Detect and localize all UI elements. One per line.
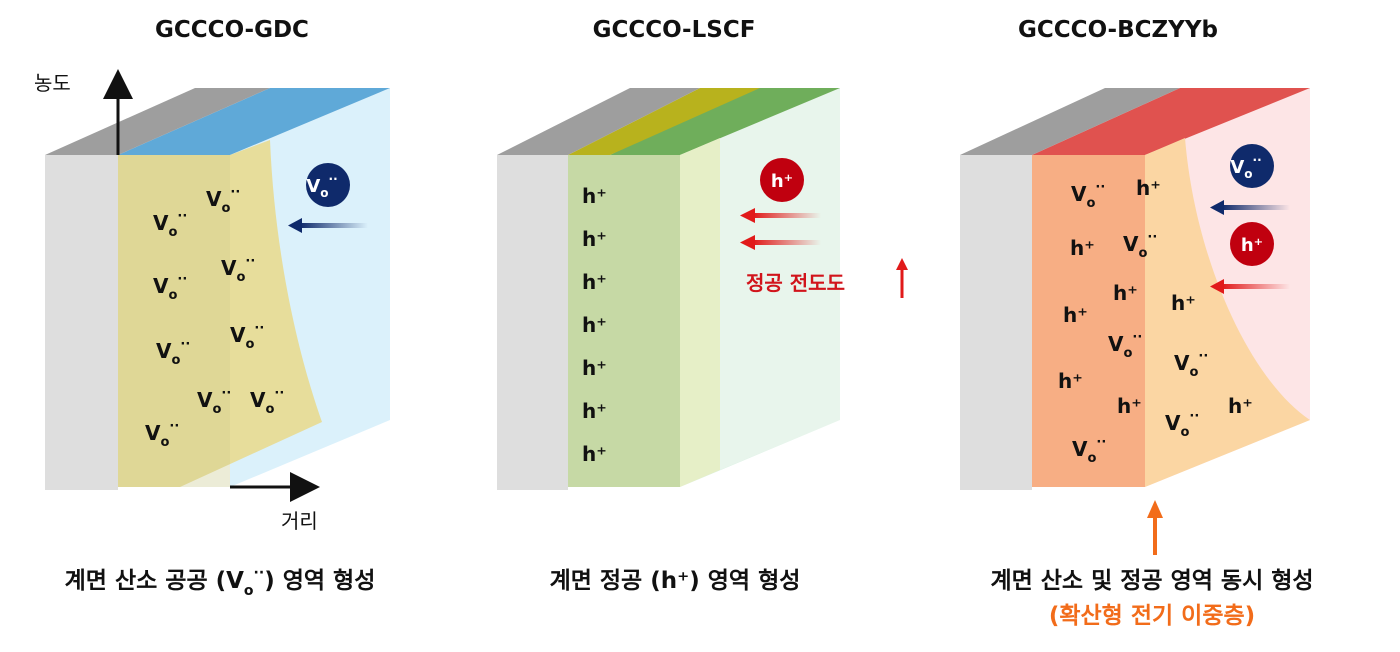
bczyyb-electrode-front [960, 155, 1032, 490]
gdc-vacancy-circle-label: Vo·· [306, 172, 337, 200]
lscf-hole-region [568, 155, 680, 487]
gdc-electrode-top [45, 88, 270, 155]
bczyyb-interface-layer [1032, 155, 1145, 487]
svg-text:Vo··: Vo·· [1123, 230, 1157, 261]
svg-text:h⁺: h⁺ [1228, 394, 1253, 418]
svg-text:h⁺: h⁺ [1136, 176, 1161, 200]
distance-axis-label: 거리 [281, 509, 318, 533]
gdc-interface-layer [118, 155, 230, 487]
svg-text:Vo··: Vo·· [1072, 435, 1106, 466]
gdc-vacancy-labels: Vo·· Vo·· Vo·· Vo·· Vo·· Vo·· Vo·· Vo·· … [145, 185, 284, 450]
panel-title-bczyyb: GCCCO-BCZYYb [1018, 17, 1218, 43]
gdc-vacancy-circle [306, 163, 350, 207]
gdc-vacancy-region [118, 140, 322, 487]
bczyyb-hole-circle [1230, 222, 1274, 266]
bczyyb-vacancy-circle-label: Vo·· [1230, 153, 1261, 181]
lscf-cathode-top [610, 88, 840, 155]
svg-text:h⁺: h⁺ [582, 227, 607, 251]
svg-text:h⁺: h⁺ [1117, 394, 1142, 418]
svg-text:h⁺: h⁺ [582, 270, 607, 294]
concentration-axis-label: 농도 [34, 71, 71, 95]
hole-conductivity-label: 정공 전도도 [746, 271, 845, 295]
svg-text:h⁺: h⁺ [582, 313, 607, 337]
svg-text:Vo··: Vo·· [1071, 180, 1105, 211]
bczyyb-species-labels: Vo·· h⁺ h⁺ Vo·· h⁺ h⁺ h⁺ Vo·· Vo·· h⁺ h⁺… [1058, 176, 1253, 466]
lscf-interface-top [568, 88, 760, 155]
lscf-hole-arrow-2 [753, 240, 821, 245]
svg-text:Vo··: Vo·· [153, 209, 187, 240]
lscf-hole-arrow-1 [753, 213, 821, 218]
svg-text:h⁺: h⁺ [1113, 281, 1138, 305]
svg-text:h⁺: h⁺ [582, 184, 607, 208]
svg-text:Vo··: Vo·· [145, 419, 179, 450]
panel-caption-bczyyb: 계면 산소 및 정공 영역 동시 형성 [990, 568, 1313, 594]
lscf-hole-circle [760, 158, 804, 202]
svg-text:h⁺: h⁺ [582, 356, 607, 380]
lscf-hole-circle-label: h⁺ [771, 171, 793, 192]
panel-caption-lscf: 계면 정공 (h⁺) 영역 형성 [550, 568, 801, 594]
bczyyb-electrode-top [960, 88, 1180, 155]
svg-text:h⁺: h⁺ [582, 399, 607, 423]
svg-text:Vo··: Vo·· [221, 254, 255, 285]
svg-text:Vo··: Vo·· [1174, 349, 1208, 380]
bczyyb-vacancy-circle [1230, 144, 1274, 188]
bczyyb-hole-circle-label: h⁺ [1241, 235, 1263, 256]
lscf-hole-labels: h⁺ h⁺ h⁺ h⁺ h⁺ h⁺ h⁺ [582, 184, 607, 466]
gdc-vacancy-arrow [300, 223, 368, 228]
svg-text:h⁺: h⁺ [1070, 236, 1095, 260]
gdc-electrolyte-top [118, 88, 390, 155]
panel-lscf: GCCCO-LSCF h⁺ 정공 전도도 h⁺ h⁺ h⁺ h⁺ h⁺ h⁺ h… [497, 17, 908, 594]
panel-title-lscf: GCCCO-LSCF [593, 17, 756, 43]
svg-text:Vo··: Vo·· [197, 386, 231, 417]
gdc-vacancy-arrowhead [288, 218, 302, 233]
panel-gdc: GCCCO-GDC 농도 거리 Vo·· Vo·· Vo·· Vo·· Vo··… [34, 17, 390, 599]
svg-text:Vo··: Vo·· [206, 185, 240, 216]
svg-text:Vo··: Vo·· [153, 272, 187, 303]
svg-text:h⁺: h⁺ [582, 442, 607, 466]
svg-text:Vo··: Vo·· [1108, 330, 1142, 361]
lscf-electrode-top [497, 88, 700, 155]
svg-text:h⁺: h⁺ [1171, 291, 1196, 315]
svg-text:Vo··: Vo·· [230, 321, 264, 352]
panel-title-gdc: GCCCO-GDC [155, 17, 309, 43]
svg-text:Vo··: Vo·· [250, 386, 284, 417]
lscf-hole-side [680, 138, 720, 487]
svg-text:h⁺: h⁺ [1058, 369, 1083, 393]
panel-caption-gdc: 계면 산소 공공 (Vo··) 영역 형성 [65, 565, 376, 599]
lscf-electrode-front [497, 155, 568, 490]
svg-text:Vo··: Vo·· [156, 337, 190, 368]
bczyyb-vacancy-arrow [1222, 205, 1290, 210]
gdc-electrode-front [45, 155, 118, 490]
svg-text:Vo··: Vo·· [1165, 409, 1199, 440]
bczyyb-hole-arrow [1222, 284, 1290, 289]
panel-caption-bczyyb-sub: (확산형 전기 이중층) [1049, 603, 1255, 629]
svg-text:h⁺: h⁺ [1063, 303, 1088, 327]
panel-bczyyb: GCCCO-BCZYYb Vo·· h⁺ Vo·· h⁺ h⁺ Vo·· h⁺ … [960, 17, 1314, 629]
bczyyb-electrolyte-top [1032, 88, 1310, 155]
